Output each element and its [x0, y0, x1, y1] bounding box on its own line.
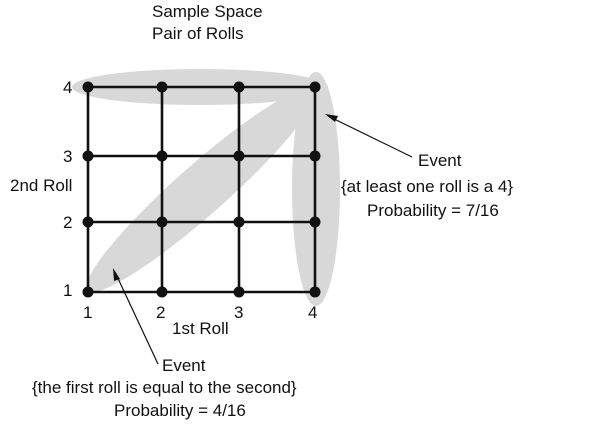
event-description: {at least one roll is a 4} [341, 177, 513, 196]
y-tick-label: 3 [63, 147, 72, 166]
event-label: Event [162, 356, 206, 375]
y-tick-label: 4 [63, 78, 72, 97]
outcome-2-4 [156, 81, 168, 93]
callout-arrowhead [325, 114, 338, 122]
outcome-4-4 [309, 81, 321, 93]
outcome-1-1 [82, 286, 94, 298]
event-regions [72, 69, 340, 306]
sample-points [82, 81, 321, 298]
event-callout-at-least-one-4: Event {at least one roll is a 4} Probabi… [325, 114, 513, 220]
outcome-3-2 [233, 216, 245, 228]
outcome-4-1 [309, 286, 321, 298]
outcome-3-3 [233, 150, 245, 162]
outcome-1-3 [82, 150, 94, 162]
event-label: Event [418, 151, 462, 170]
outcome-2-2 [156, 216, 168, 228]
diagonal-highlight [86, 88, 316, 292]
outcome-2-1 [156, 286, 168, 298]
outcome-4-3 [309, 150, 321, 162]
callout-arrowhead [113, 268, 120, 281]
x-axis-label: 1st Roll [172, 319, 229, 338]
x-tick-label: 3 [234, 303, 243, 322]
outcome-2-3 [156, 150, 168, 162]
x-tick-label: 4 [308, 303, 317, 322]
y-tick-label: 2 [63, 213, 72, 232]
y-axis-label: 2nd Roll [10, 176, 72, 195]
x-axis-ticks: 1 2 3 4 [83, 303, 317, 322]
x-tick-label: 2 [156, 303, 165, 322]
grid [86, 85, 317, 294]
outcome-4-2 [309, 216, 321, 228]
outcome-1-2 [82, 216, 94, 228]
event-description: {the first roll is equal to the second} [32, 378, 297, 397]
outcome-3-1 [233, 286, 245, 298]
callout-leader-line [114, 271, 159, 365]
callout-leader-line [327, 115, 413, 158]
event-probability: Probability = 7/16 [367, 201, 499, 220]
event-probability: Probability = 4/16 [114, 401, 246, 420]
outcome-1-4 [82, 81, 94, 93]
title-line-2: Pair of Rolls [152, 24, 244, 43]
title-line-1: Sample Space [152, 2, 263, 21]
event-callout-first-equals-second: Event {the first roll is equal to the se… [32, 268, 297, 420]
x-tick-label: 1 [83, 303, 92, 322]
y-axis-ticks: 4 3 2 1 [63, 78, 72, 300]
outcome-3-4 [233, 81, 245, 93]
y-tick-label: 1 [63, 281, 72, 300]
